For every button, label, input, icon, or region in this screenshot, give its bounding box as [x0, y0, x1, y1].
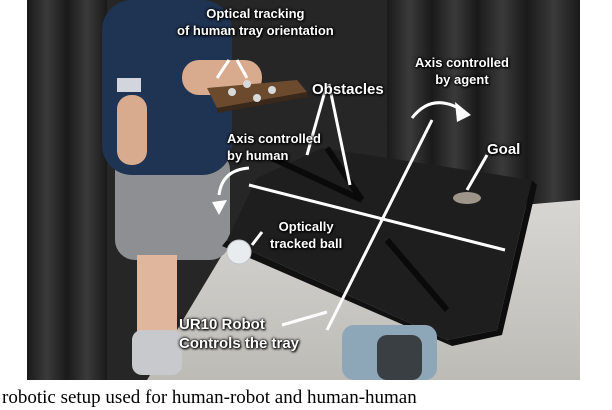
- human-figure: [102, 0, 262, 375]
- label-obstacles: Obstacles: [312, 81, 384, 98]
- figure-caption: robotic setup used for human-robot and h…: [2, 387, 417, 408]
- arrow-heads: [212, 102, 471, 215]
- label-optical-tracking: Optical tracking of human tray orientati…: [177, 6, 334, 38]
- label-axis-agent: Axis controlled by agent: [415, 55, 509, 87]
- tracked-ball: [226, 239, 252, 265]
- photo-scene: Optical tracking of human tray orientati…: [27, 0, 580, 380]
- goal-marker: [453, 192, 481, 204]
- label-ur10-robot: UR10 Robot Controls the tray: [179, 316, 300, 352]
- curtain-folds: [27, 0, 580, 380]
- robot-arm: [342, 325, 437, 380]
- tracking-markers: [228, 80, 276, 102]
- label-tracked-ball: Optically tracked ball: [270, 219, 343, 251]
- scene-illustration: [27, 0, 580, 380]
- label-axis-human: Axis controlled by human: [227, 131, 321, 163]
- main-tray: [222, 146, 537, 346]
- axis-lines: [215, 59, 506, 331]
- label-goal: Goal: [487, 141, 521, 158]
